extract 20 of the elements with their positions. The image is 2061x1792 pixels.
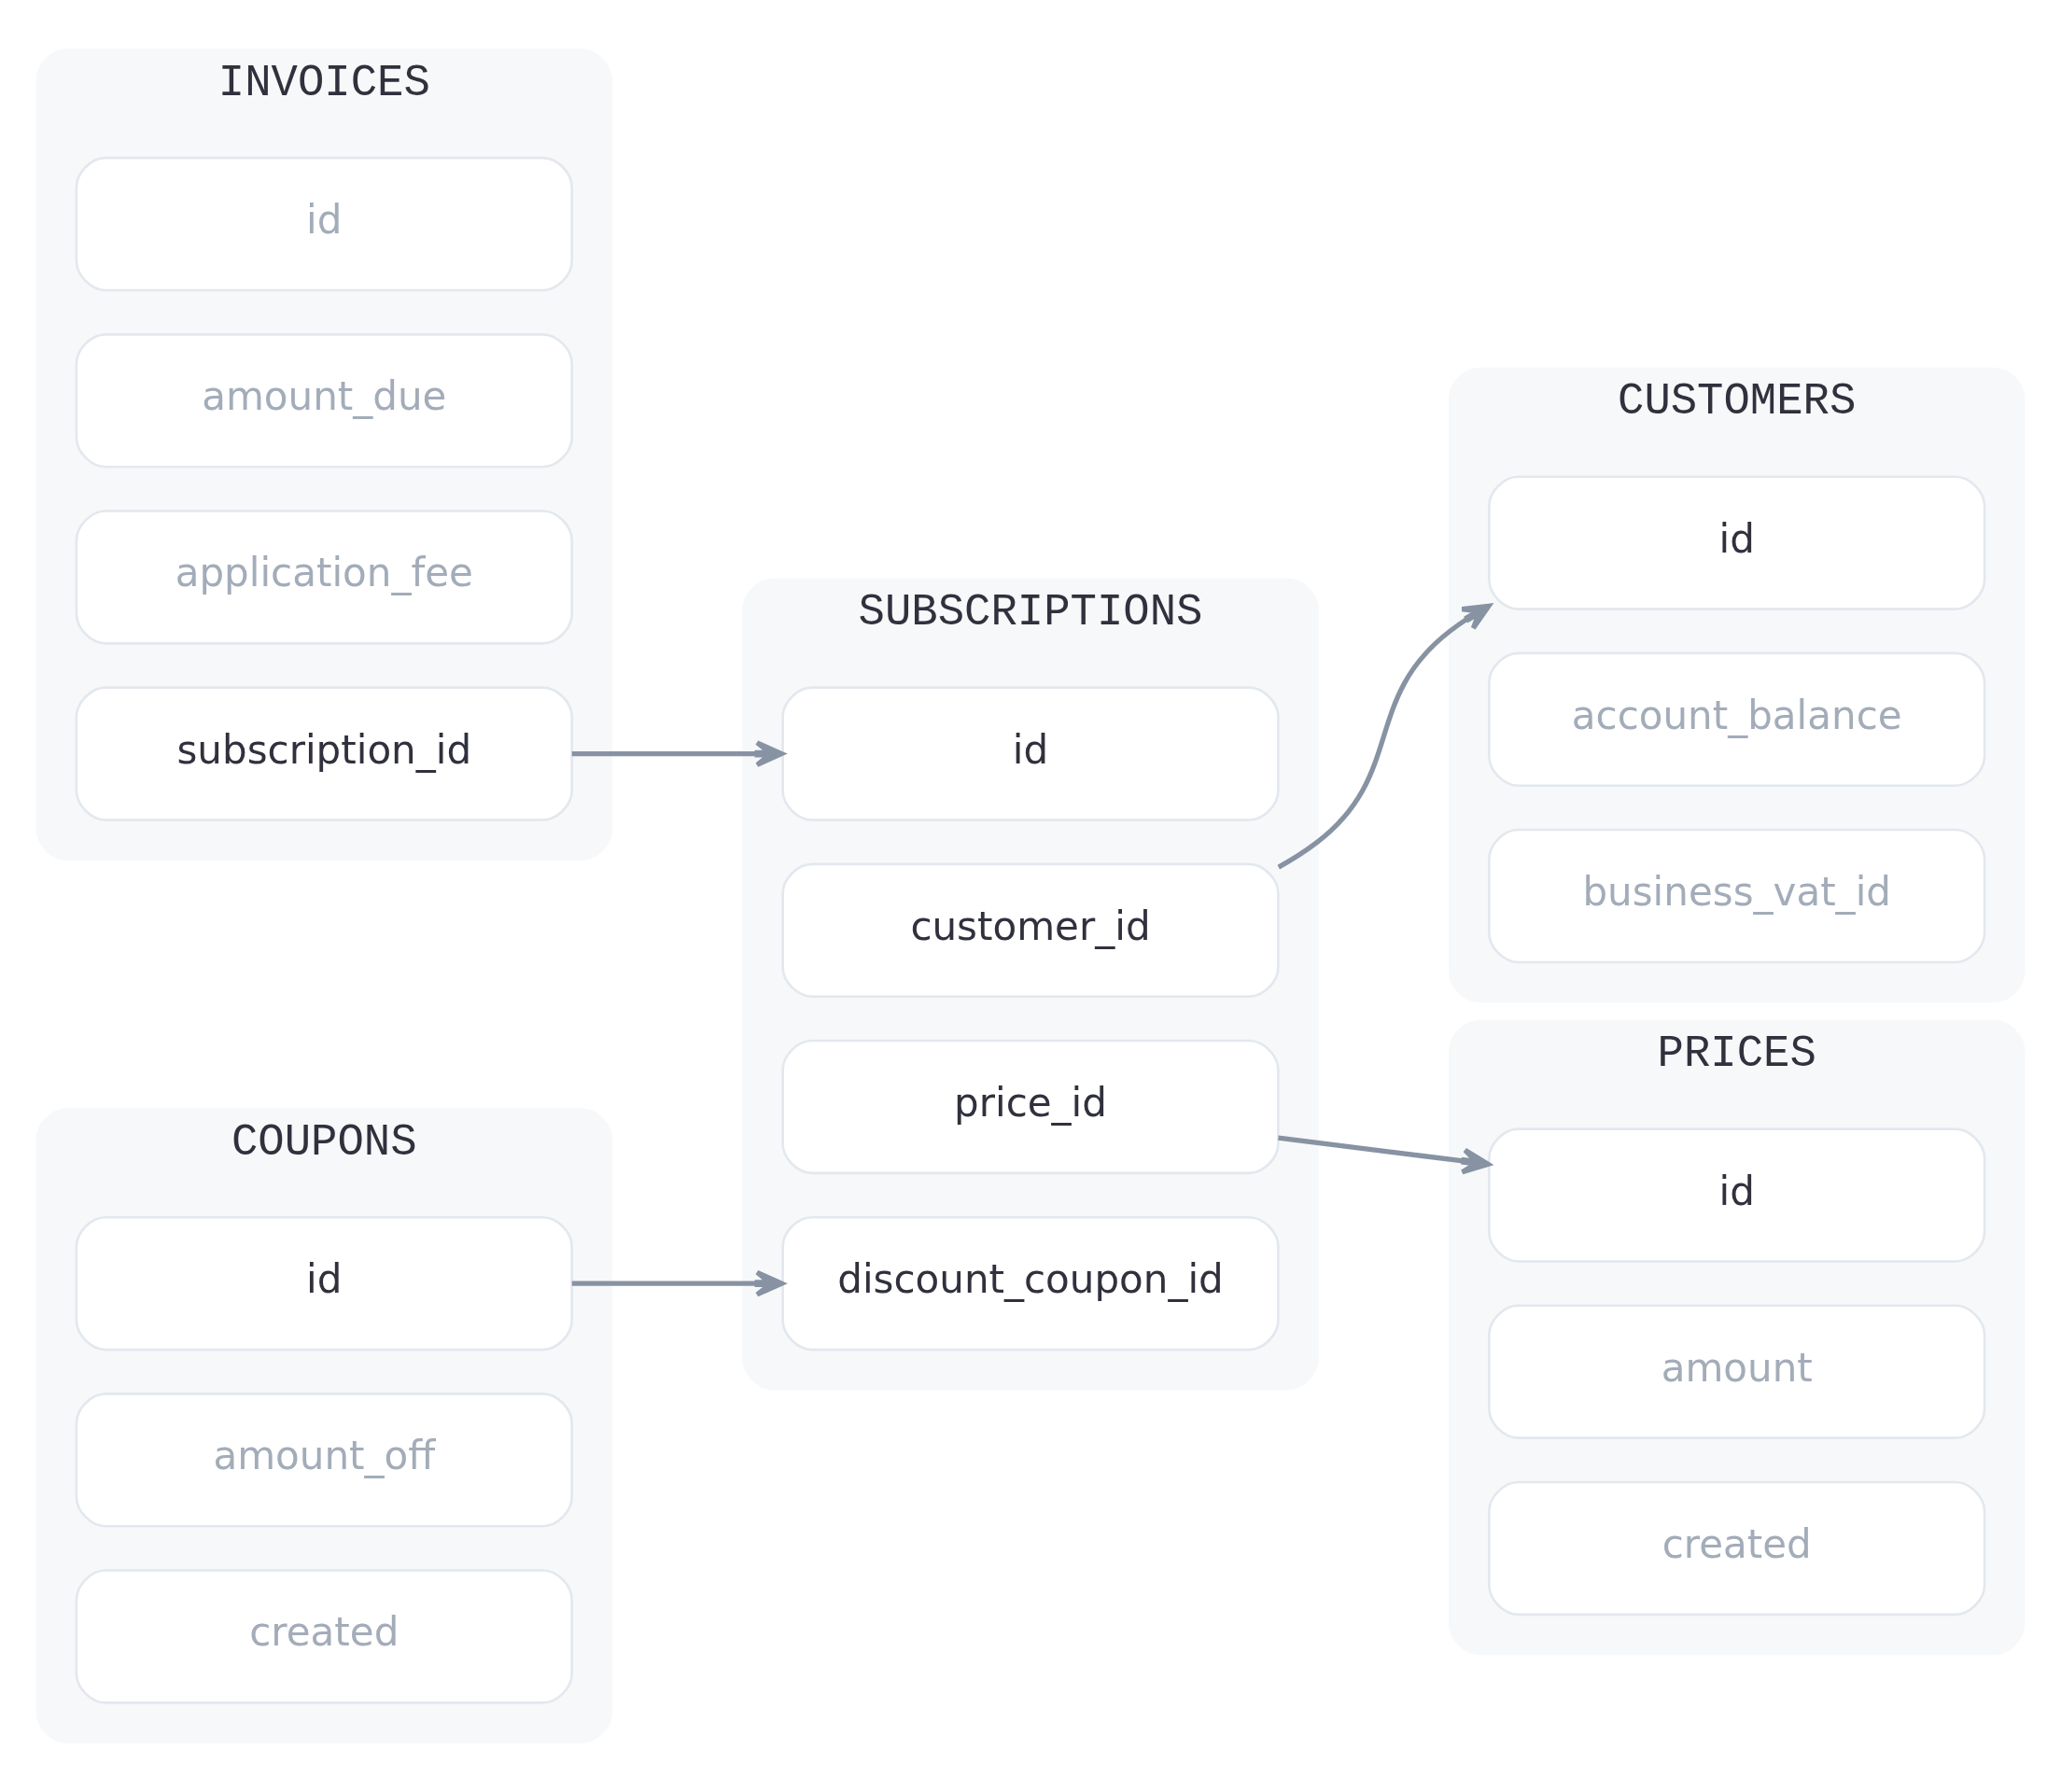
node-box: customer_id <box>781 862 1280 999</box>
node-box: application_fee <box>75 510 573 645</box>
node-box: account_balance <box>1488 651 1986 788</box>
node-box: amount_due <box>75 333 573 469</box>
node-box: id <box>75 1215 573 1351</box>
node-box: id <box>781 686 1280 821</box>
node-box: amount <box>1488 1304 1986 1439</box>
node-box: subscription_id <box>75 686 573 821</box>
node-box: business_vat_id <box>1488 828 1986 964</box>
arrow <box>571 1269 785 1297</box>
node-box: amount_off <box>75 1393 573 1528</box>
node-box: discount_coupon_id <box>781 1215 1280 1351</box>
node-box: id <box>1488 475 1986 610</box>
node-box: created <box>75 1569 573 1704</box>
node-box: id <box>1488 1127 1986 1263</box>
node-box: created <box>1488 1480 1986 1617</box>
arrow <box>571 740 785 768</box>
arrow <box>1277 603 1492 870</box>
node-box: price_id <box>781 1039 1280 1175</box>
node-box: id <box>75 156 573 292</box>
